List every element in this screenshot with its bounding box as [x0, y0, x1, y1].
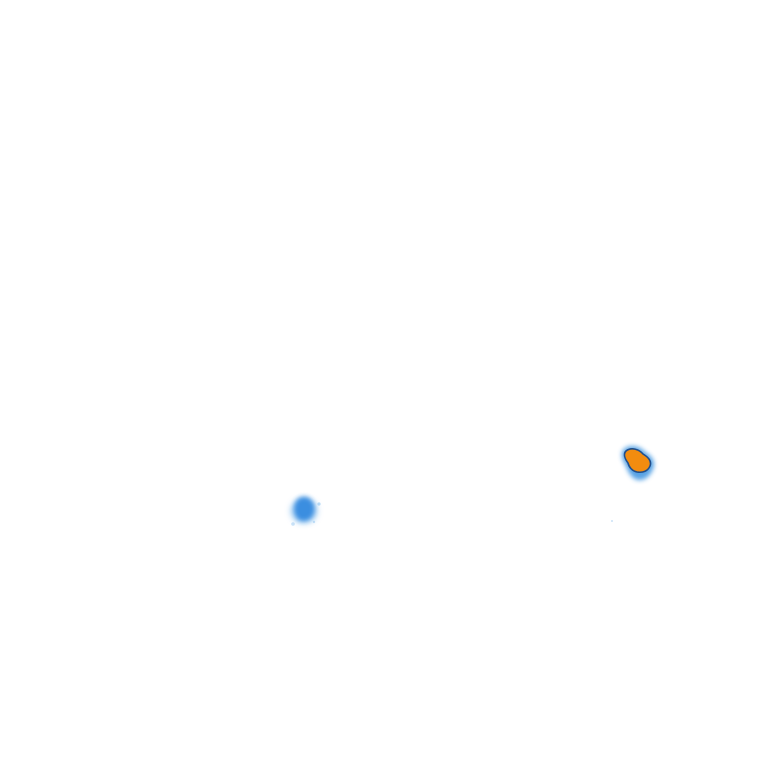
west-blob-speck: [317, 502, 321, 506]
west-blob-speck: [312, 520, 316, 524]
west-blob-core: [294, 496, 315, 521]
west-blob-feature[interactable]: [290, 496, 321, 526]
east-blob-feature[interactable]: [611, 446, 655, 522]
east-blob-speck: [611, 520, 613, 522]
west-blob-speck: [291, 522, 295, 526]
east-blob-fill: [623, 448, 652, 474]
